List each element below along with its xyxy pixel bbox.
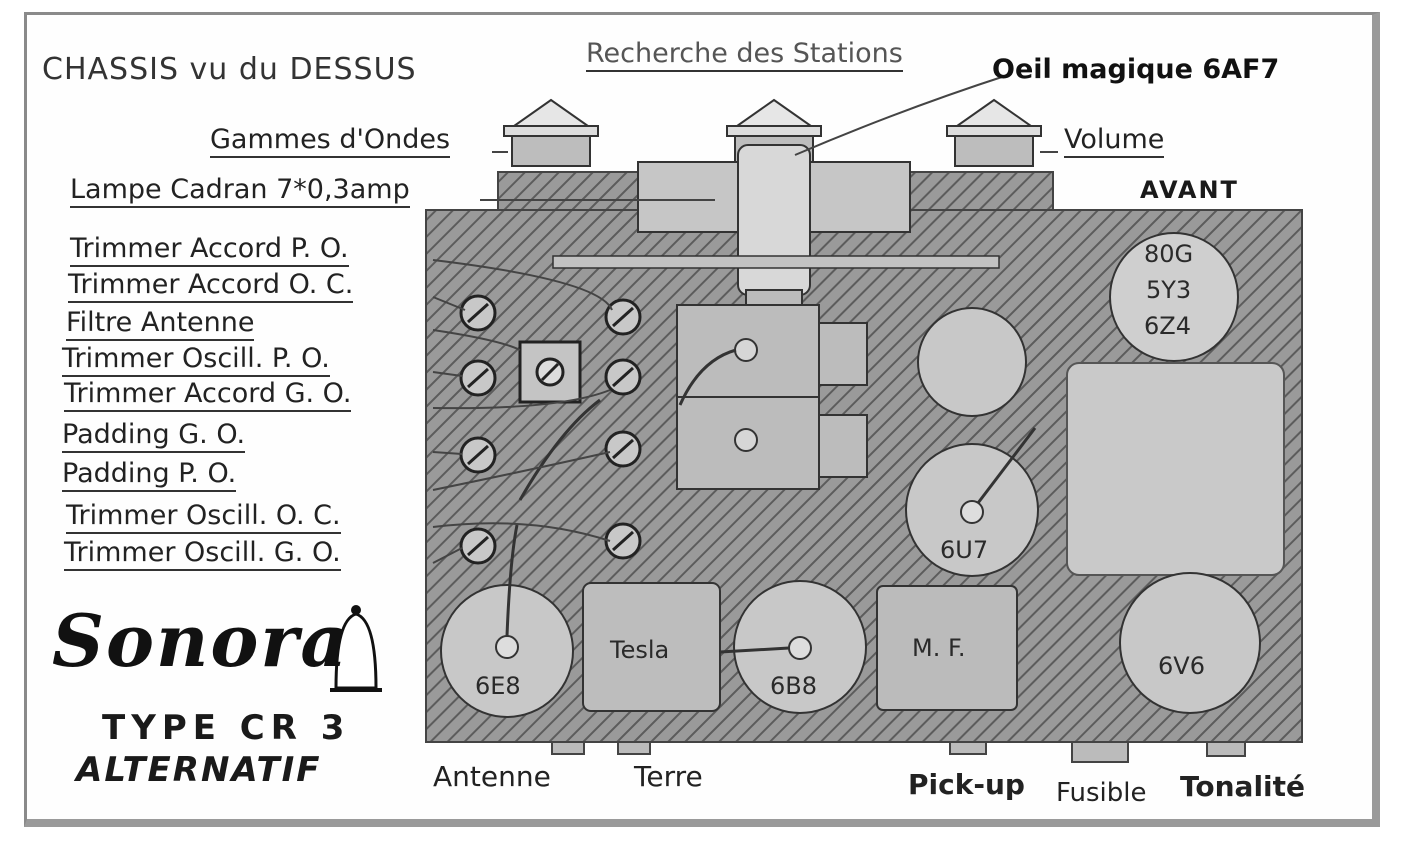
mf-box	[876, 585, 1018, 711]
knob-volume	[946, 98, 1042, 167]
label-trimmer-accord-go: Trimmer Accord G. O.	[64, 378, 352, 412]
label-lampe: Lampe Cadran 7*0,3amp	[70, 174, 410, 208]
label-pickup: Pick-up	[908, 768, 1025, 801]
label-avant: AVANT	[1140, 176, 1239, 204]
label-padding-go: Padding G. O.	[62, 419, 246, 453]
box-label-tesla: Tesla	[610, 636, 670, 664]
label-gammes: Gammes d'Ondes	[210, 124, 451, 158]
tube-label-6z4: 6Z4	[1144, 312, 1191, 340]
tube-6v6	[1119, 572, 1261, 714]
label-antenne: Antenne	[433, 760, 551, 793]
label-volume: Volume	[1064, 124, 1165, 158]
tube-label-6e8: 6E8	[475, 672, 521, 700]
label-trimmer-accord-po: Trimmer Accord P. O.	[70, 233, 349, 267]
chassis-title: CHASSIS vu du DESSUS	[42, 52, 417, 87]
tube-label-80g: 80G	[1144, 240, 1194, 268]
filtre-antenne-block	[518, 340, 582, 404]
sonora-logo: Sonora	[52, 598, 349, 683]
magic-eye-tube	[737, 144, 811, 296]
trimmers	[459, 294, 642, 565]
label-padding-po: Padding P. O.	[62, 458, 237, 492]
label-terre: Terre	[634, 760, 703, 793]
label-fusible: Fusible	[1056, 778, 1147, 808]
alternatif-label: ALTERNATIF	[76, 750, 322, 790]
bell-icon	[330, 605, 382, 692]
tube-label-6b8: 6B8	[770, 672, 818, 700]
label-trimmer-oscill-oc: Trimmer Oscill. O. C.	[66, 500, 341, 534]
dial-rod	[552, 255, 1000, 269]
tube-label-6v6: 6V6	[1158, 652, 1205, 680]
tube-rectifier	[1109, 232, 1239, 362]
label-recherche: Recherche des Stations	[586, 38, 903, 72]
tube-label-6u7: 6U7	[940, 536, 989, 564]
label-filtre-antenne: Filtre Antenne	[66, 307, 255, 341]
transformer	[1066, 362, 1285, 576]
label-tonalite: Tonalité	[1180, 770, 1306, 803]
tesla-box	[582, 582, 721, 712]
tube-unlabeled	[917, 307, 1027, 417]
box-label-mf: M. F.	[912, 634, 966, 662]
type-label: TYPE CR 3	[102, 708, 351, 748]
bottom-connectors	[551, 741, 1246, 763]
knob-gammes	[503, 98, 599, 167]
leader-lines	[432, 74, 1058, 564]
label-oeil: Oeil magique 6AF7	[992, 54, 1280, 85]
label-trimmer-oscill-po: Trimmer Oscill. P. O.	[62, 343, 330, 377]
label-trimmer-oscill-go: Trimmer Oscill. G. O.	[64, 537, 341, 571]
label-trimmer-accord-oc: Trimmer Accord O. C.	[68, 269, 354, 303]
tube-label-5y3: 5Y3	[1146, 276, 1192, 304]
